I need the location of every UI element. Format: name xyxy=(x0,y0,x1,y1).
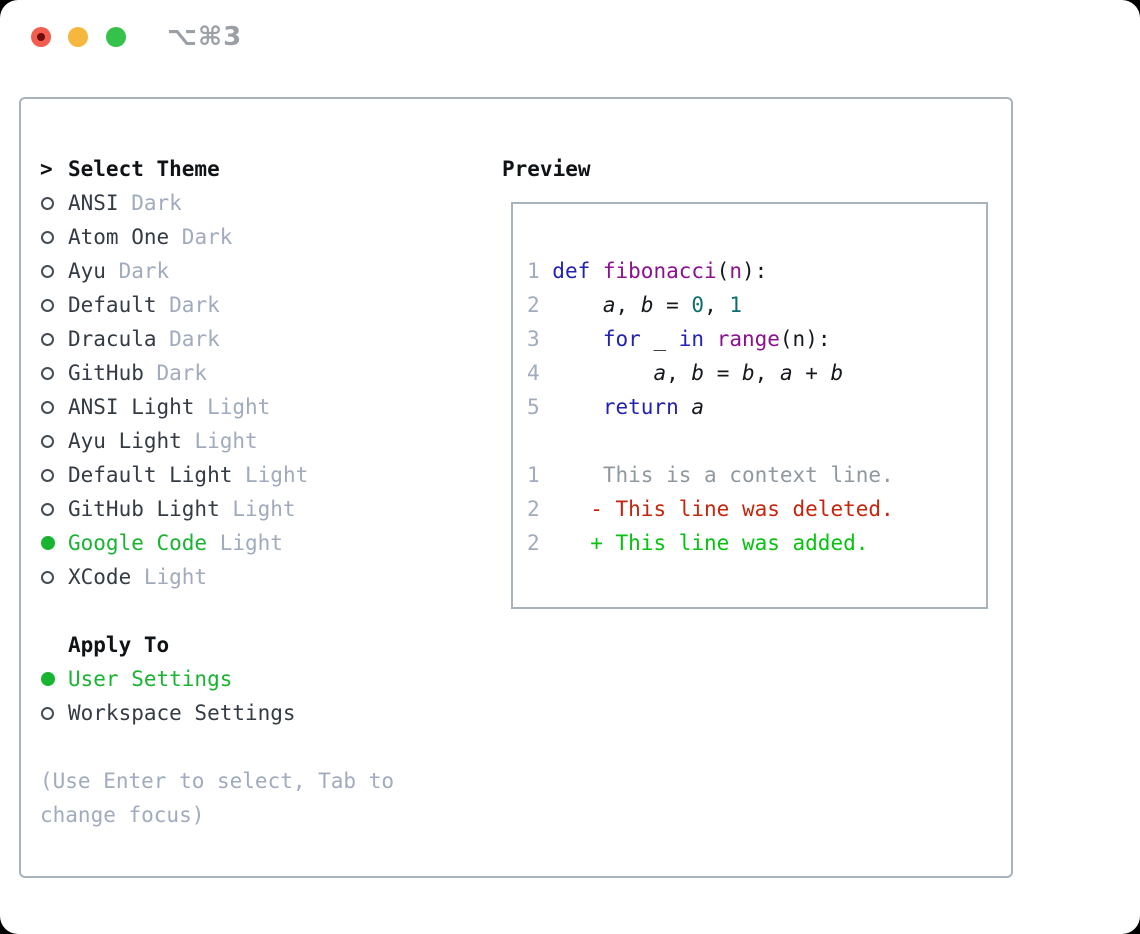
radio-icon xyxy=(41,468,54,482)
radio-icon xyxy=(41,332,54,346)
option-variant-label: Dark xyxy=(156,293,220,317)
code-line: 1 This is a context line. xyxy=(527,463,894,487)
option-label: Default Light xyxy=(68,463,233,487)
radio-icon xyxy=(41,230,54,244)
select-theme-title: Select Theme xyxy=(68,157,220,181)
option-label: GitHub Light xyxy=(68,497,220,521)
radio-icon xyxy=(41,570,54,584)
option-variant-label: Dark xyxy=(143,361,208,385)
radio-icon xyxy=(41,196,54,210)
radio-icon xyxy=(41,366,54,380)
help-text-line1: (Use Enter to select, Tab to xyxy=(40,769,395,793)
cursor-icon: > xyxy=(40,157,53,181)
theme-option[interactable]: Google Code Light xyxy=(40,526,490,560)
option-label: Atom One xyxy=(68,225,170,249)
minimize-button[interactable] xyxy=(68,27,88,47)
radio-icon xyxy=(41,298,54,312)
theme-option[interactable]: Default Light Light xyxy=(40,458,490,492)
option-label: User Settings xyxy=(68,667,233,691)
radio-selected-icon xyxy=(41,672,55,686)
radio-icon xyxy=(41,706,54,720)
option-label: Google Code xyxy=(68,531,208,555)
theme-option[interactable]: Atom One Dark xyxy=(40,220,490,254)
option-label: ANSI Light xyxy=(68,395,195,419)
code-line: 2 - This line was deleted. xyxy=(527,497,894,521)
option-label: Dracula xyxy=(68,327,157,351)
theme-option[interactable]: Default Dark xyxy=(40,288,490,322)
code-preview: 1 def fibonacci(n): 2 a, b = 0, 1 3 for _ … xyxy=(513,204,986,560)
radio-icon xyxy=(41,434,54,448)
close-dot-icon xyxy=(37,33,45,41)
theme-option[interactable]: ANSI Light Light xyxy=(40,390,490,424)
option-variant-label: Dark xyxy=(105,259,170,283)
option-variant-label: Light xyxy=(131,565,208,589)
apply-to-option[interactable]: Workspace Settings xyxy=(40,696,490,730)
option-variant-label: Light xyxy=(232,463,309,487)
apply-to-title: Apply To xyxy=(68,633,170,657)
option-variant-label: Dark xyxy=(156,327,220,351)
radio-icon xyxy=(41,502,54,516)
code-line xyxy=(527,424,986,458)
option-variant-label: Light xyxy=(219,497,296,521)
preview-pane: 1 def fibonacci(n): 2 a, b = 0, 1 3 for _ … xyxy=(511,202,988,609)
code-line: 3 for _ in range(n): xyxy=(527,327,831,351)
option-label: GitHub xyxy=(68,361,144,385)
code-line: 2 a, b = 0, 1 xyxy=(527,293,743,317)
theme-option[interactable]: ANSI Dark xyxy=(40,186,490,220)
theme-option[interactable]: GitHub Dark xyxy=(40,356,490,390)
theme-option[interactable]: GitHub Light Light xyxy=(40,492,490,526)
option-variant-label: Light xyxy=(207,531,283,555)
theme-option[interactable]: XCode Light xyxy=(40,560,490,594)
code-line: 5 return a xyxy=(527,395,705,419)
titlebar: ⌥⌘3 xyxy=(0,0,1140,76)
option-label: Ayu xyxy=(68,259,106,283)
option-variant-label: Dark xyxy=(169,225,233,249)
close-button[interactable] xyxy=(31,27,51,47)
code-line: 2 + This line was added. xyxy=(527,531,869,555)
option-label: Ayu Light xyxy=(68,429,182,453)
option-variant-label: Dark xyxy=(118,191,182,215)
theme-option[interactable]: Ayu Light Light xyxy=(40,424,490,458)
preview-title: Preview xyxy=(502,157,591,181)
option-label: XCode xyxy=(68,565,132,589)
select-theme-header: > Select Theme xyxy=(40,152,490,186)
apply-to-header: Apply To xyxy=(40,628,490,662)
radio-selected-icon xyxy=(41,536,55,550)
option-variant-label: Light xyxy=(194,395,271,419)
option-variant-label: Light xyxy=(181,429,258,453)
option-label: Default xyxy=(68,293,157,317)
theme-option[interactable]: Ayu Dark xyxy=(40,254,490,288)
code-line: 4 a, b = b, a + b xyxy=(527,361,844,385)
theme-option[interactable]: Dracula Dark xyxy=(40,322,490,356)
window-title: ⌥⌘3 xyxy=(167,22,243,52)
option-label: ANSI xyxy=(68,191,119,215)
code-line: 1 def fibonacci(n): xyxy=(527,259,768,283)
radio-icon xyxy=(41,400,54,414)
help-text-line2: change focus) xyxy=(40,803,205,827)
maximize-button[interactable] xyxy=(106,27,126,47)
apply-to-option[interactable]: User Settings xyxy=(40,662,490,696)
radio-icon xyxy=(41,264,54,278)
option-label: Workspace Settings xyxy=(68,701,296,725)
